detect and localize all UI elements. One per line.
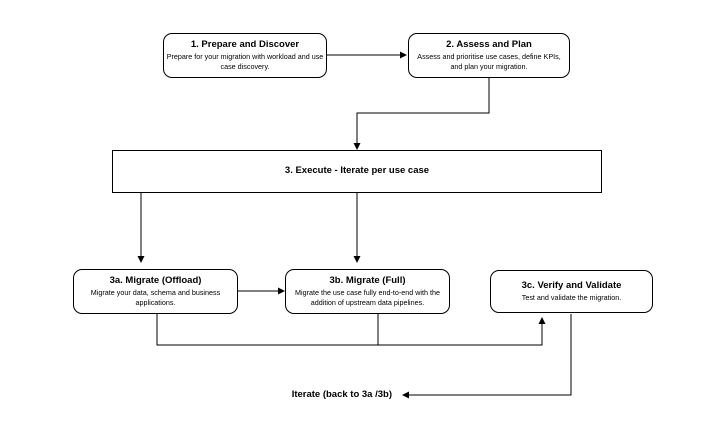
node-body: Prepare for your migration with workload… (166, 51, 324, 71)
node-prepare-and-discover: 1. Prepare and Discover Prepare for your… (163, 33, 327, 78)
arrowhead-down-icon (353, 256, 361, 263)
node-execute-iterate: 3. Execute - Iterate per use case (112, 150, 602, 193)
arrowhead-down-icon (137, 256, 145, 263)
node-title: 3b. Migrate (Full) (329, 275, 406, 287)
node-title: 1. Prepare and Discover (190, 39, 300, 51)
node-title: 3. Execute - Iterate per use case (284, 165, 430, 177)
node-assess-and-plan: 2. Assess and Plan Assess and prioritise… (408, 33, 570, 78)
connector-offload-full-to-verify (156, 314, 546, 346)
node-title: 2. Assess and Plan (446, 39, 532, 51)
connector-line (356, 78, 490, 143)
node-migrate-offload: 3a. Migrate (Offload) Migrate your data,… (73, 269, 238, 314)
arrowhead-right-icon (400, 51, 407, 59)
node-body: Test and validate the migration. (521, 292, 622, 302)
connector-line (156, 314, 543, 346)
connector-line (409, 314, 572, 396)
node-title: 3c. Verify and Validate (521, 280, 622, 292)
connector-verify-to-iterate (402, 314, 572, 399)
arrowhead-up-icon (538, 317, 546, 324)
iterate-back-label: Iterate (back to 3a /3b) (291, 389, 392, 400)
connector-offload-to-full (238, 287, 285, 295)
connector-prepare-to-assess (327, 51, 407, 59)
connector-execute-to-full (353, 193, 361, 263)
node-body: Assess and prioritise use cases, define … (417, 51, 561, 71)
connector-execute-to-offload (137, 193, 145, 263)
node-verify-and-validate: 3c. Verify and Validate Test and validat… (490, 270, 653, 313)
node-body: Migrate your data, schema and business a… (90, 287, 221, 307)
node-migrate-full: 3b. Migrate (Full) Migrate the use case … (285, 269, 450, 314)
arrowhead-down-icon (353, 143, 361, 150)
node-title: 3a. Migrate (Offload) (109, 275, 202, 287)
arrowhead-left-icon (402, 391, 409, 399)
node-body: Migrate the use case fully end-to-end wi… (294, 287, 441, 307)
arrowhead-right-icon (278, 287, 285, 295)
connector-assess-to-execute (353, 78, 490, 150)
